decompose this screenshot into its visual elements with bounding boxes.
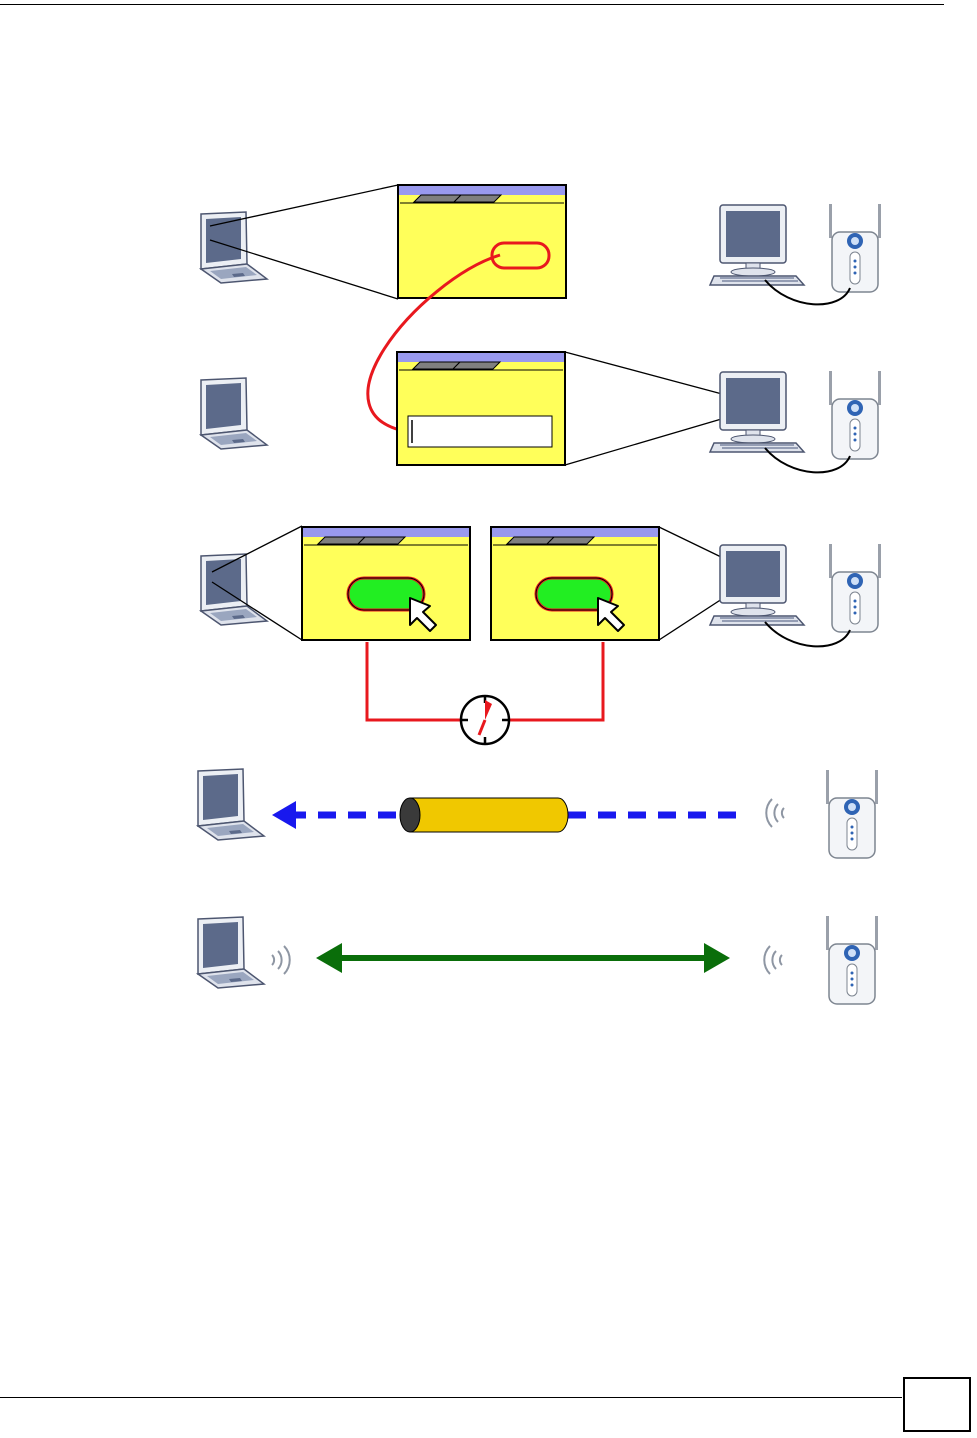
row5-laptop-icon bbox=[198, 917, 264, 988]
page-number-box bbox=[903, 1377, 971, 1432]
row1-settings-window bbox=[398, 185, 566, 298]
row5-arrow-head-right bbox=[704, 943, 730, 973]
footer-rule bbox=[0, 1397, 902, 1398]
row4-group bbox=[198, 769, 878, 858]
row3-desktop-icon bbox=[710, 545, 804, 625]
row5-arrow-head-left bbox=[316, 943, 342, 973]
row3-access-point-icon bbox=[829, 544, 881, 632]
row2-group bbox=[201, 352, 881, 472]
row4-wireless-waves-icon bbox=[766, 799, 784, 827]
row5-ap-waves-icon bbox=[764, 946, 782, 974]
row2-settings-window bbox=[397, 352, 565, 465]
row2-laptop-icon bbox=[201, 378, 267, 449]
row1-access-point-icon bbox=[829, 204, 881, 292]
row1-desktop-icon bbox=[710, 205, 804, 285]
row3-group bbox=[201, 526, 881, 744]
row2-desktop-icon bbox=[710, 372, 804, 452]
row4-laptop-icon bbox=[198, 769, 264, 840]
row3-laptop-icon bbox=[201, 554, 267, 625]
row5-group bbox=[198, 916, 878, 1004]
row2-access-point-icon bbox=[829, 371, 881, 459]
row2-text-field bbox=[408, 416, 552, 447]
row4-access-point-icon bbox=[826, 770, 878, 858]
row4-tunnel bbox=[400, 798, 568, 832]
timer-icon bbox=[461, 696, 509, 744]
row5-laptop-waves-icon bbox=[272, 946, 290, 974]
row4-arrow-head bbox=[272, 801, 296, 829]
row1-group bbox=[201, 185, 881, 304]
row5-access-point-icon bbox=[826, 916, 878, 1004]
